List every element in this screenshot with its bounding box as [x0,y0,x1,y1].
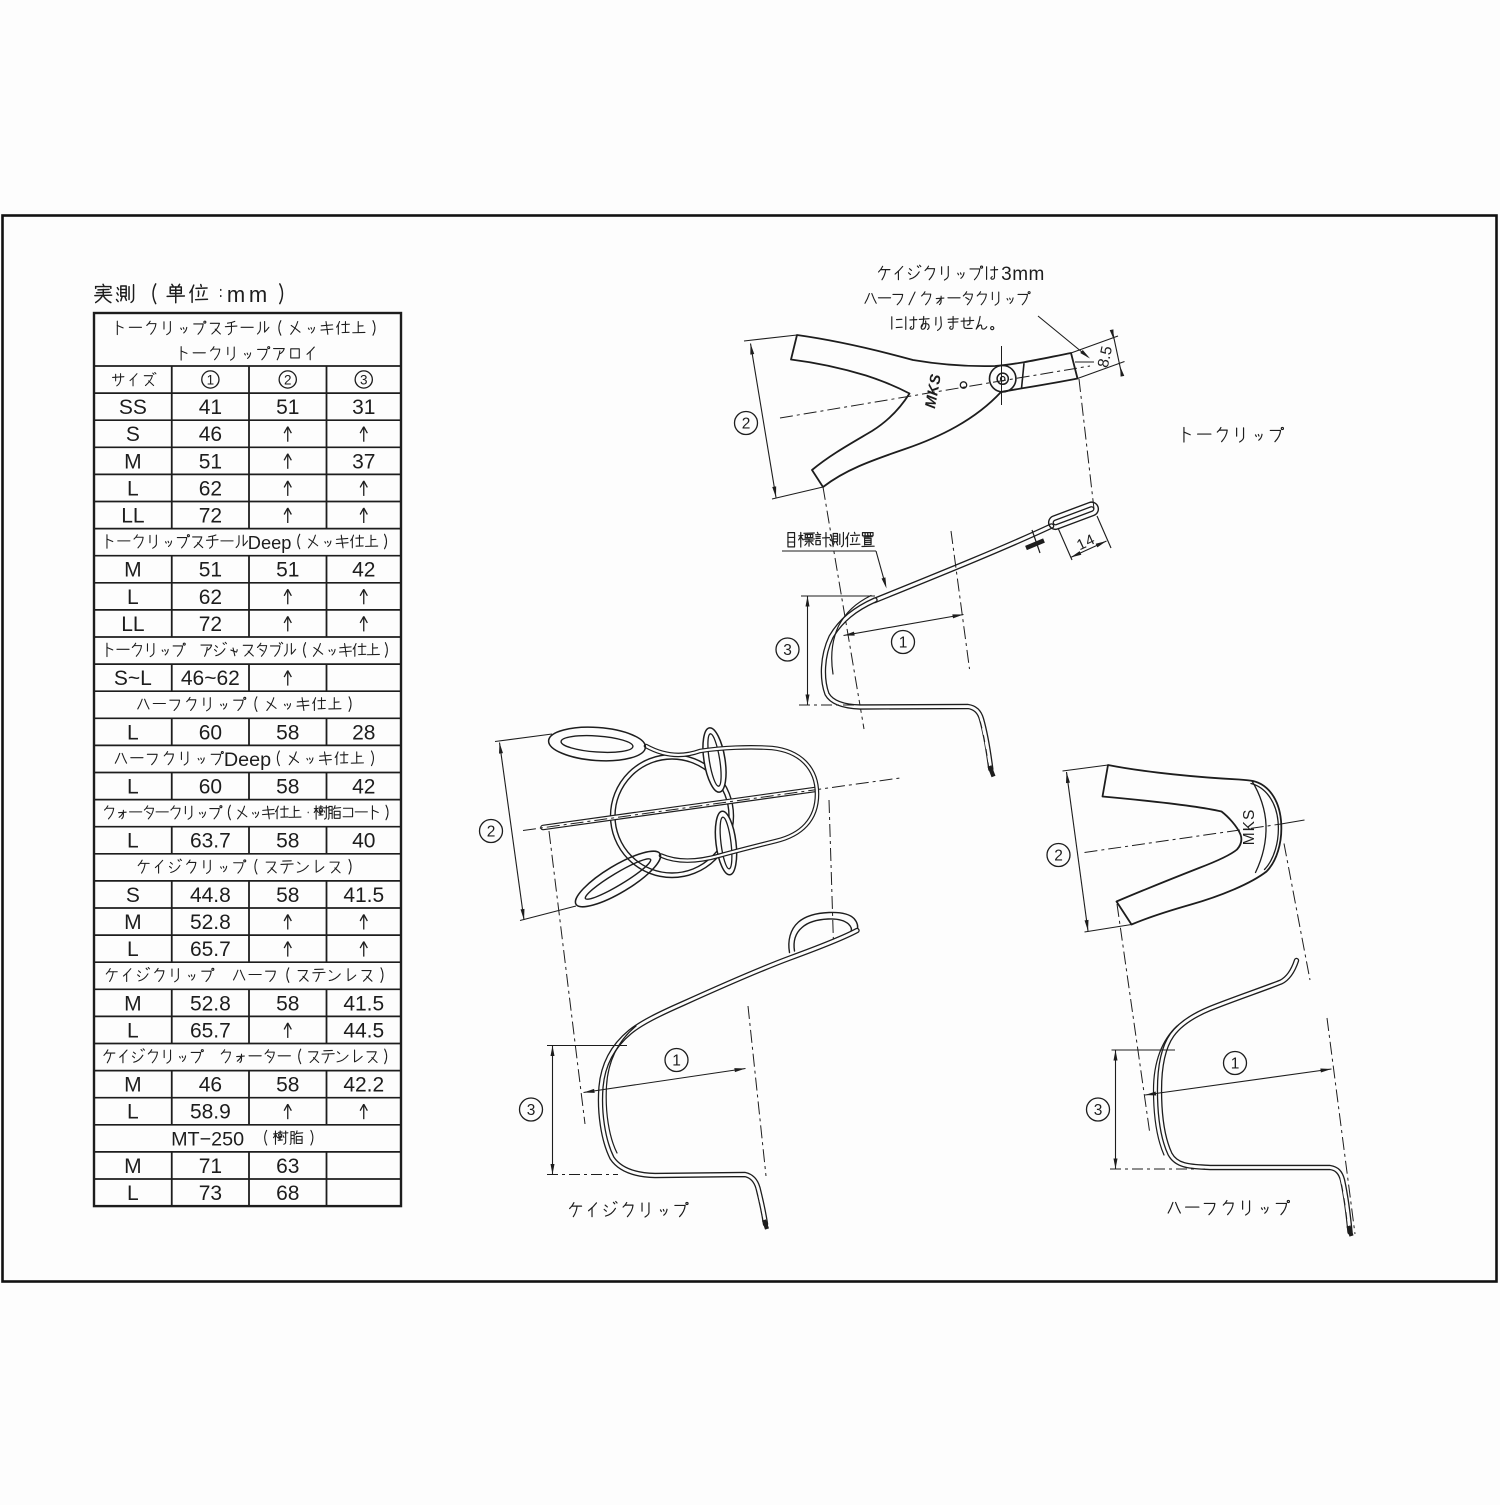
svg-text:SS: SS [119,396,147,419]
svg-text:2: 2 [742,416,751,433]
svg-text:72: 72 [199,505,222,528]
svg-text:m: m [227,282,245,307]
svg-text:42: 42 [352,776,375,799]
svg-text:M: M [124,450,142,473]
svg-text:3mm: 3mm [1001,264,1045,285]
svg-text:65.7: 65.7 [190,1019,231,1042]
svg-text:58: 58 [276,721,299,744]
svg-text:71: 71 [199,1155,222,1178]
svg-text:28: 28 [352,721,375,744]
svg-text:LL: LL [121,505,144,528]
svg-text:60: 60 [199,776,222,799]
svg-text:41.5: 41.5 [343,992,384,1015]
svg-text:44.8: 44.8 [190,884,231,907]
svg-text:51: 51 [199,450,222,473]
svg-text:L: L [127,938,139,961]
svg-text:65.7: 65.7 [190,938,231,961]
svg-text:1: 1 [672,1053,681,1070]
svg-text:L: L [127,586,139,609]
svg-text:2: 2 [1054,848,1063,865]
svg-text:L: L [127,776,139,799]
svg-text:41: 41 [199,396,222,419]
svg-text:41.5: 41.5 [343,884,384,907]
svg-text:51: 51 [276,396,299,419]
svg-text:72: 72 [199,613,222,636]
svg-text:3: 3 [783,642,792,659]
svg-text:58: 58 [276,1074,299,1097]
svg-text:58: 58 [276,830,299,853]
svg-text:LL: LL [121,613,144,636]
svg-text:S~L: S~L [114,667,152,690]
svg-text:58: 58 [276,776,299,799]
svg-text:1: 1 [207,372,215,387]
svg-text:m: m [249,282,267,307]
svg-text:2: 2 [284,372,292,387]
svg-text:M: M [124,911,142,934]
svg-text:51: 51 [276,559,299,582]
svg-text:63: 63 [276,1155,299,1178]
svg-text:L: L [127,1019,139,1042]
svg-text:2: 2 [487,824,496,841]
svg-text:73: 73 [199,1182,222,1205]
svg-text:S: S [126,423,140,446]
svg-text:M: M [124,992,142,1015]
svg-text:3: 3 [360,372,368,387]
svg-text:3: 3 [1094,1102,1103,1119]
svg-text:62: 62 [199,586,222,609]
svg-text:46: 46 [199,1074,222,1097]
svg-text:L: L [127,721,139,744]
svg-text:MKS: MKS [1241,809,1258,846]
svg-text:3: 3 [527,1102,536,1119]
svg-text:1: 1 [1231,1056,1240,1073]
svg-text:S: S [126,884,140,907]
svg-text:1: 1 [899,635,908,652]
svg-text:68: 68 [276,1182,299,1205]
svg-text:58: 58 [276,884,299,907]
svg-text:37: 37 [352,450,375,473]
svg-text:31: 31 [352,396,375,419]
svg-text:52.8: 52.8 [190,992,231,1015]
svg-text:52.8: 52.8 [190,911,231,934]
svg-text:M: M [124,1155,142,1178]
svg-text:Deep: Deep [248,532,292,553]
svg-text:L: L [127,1101,139,1124]
svg-text:51: 51 [199,559,222,582]
svg-text:Deep: Deep [224,749,271,771]
svg-text:L: L [127,1182,139,1205]
svg-text:M: M [124,559,142,582]
svg-text:58.9: 58.9 [190,1101,231,1124]
svg-text:40: 40 [352,830,375,853]
svg-text:46: 46 [199,423,222,446]
svg-text:L: L [127,830,139,853]
svg-text:L: L [127,477,139,500]
svg-text:46~62: 46~62 [181,667,240,690]
svg-text:62: 62 [199,477,222,500]
svg-text:M: M [124,1074,142,1097]
svg-text:44.5: 44.5 [343,1019,384,1042]
svg-text:42.2: 42.2 [343,1074,384,1097]
svg-text:63.7: 63.7 [190,830,231,853]
svg-text:58: 58 [276,992,299,1015]
svg-text:42: 42 [352,559,375,582]
svg-text:MT−250: MT−250 [171,1128,244,1150]
svg-text:60: 60 [199,721,222,744]
